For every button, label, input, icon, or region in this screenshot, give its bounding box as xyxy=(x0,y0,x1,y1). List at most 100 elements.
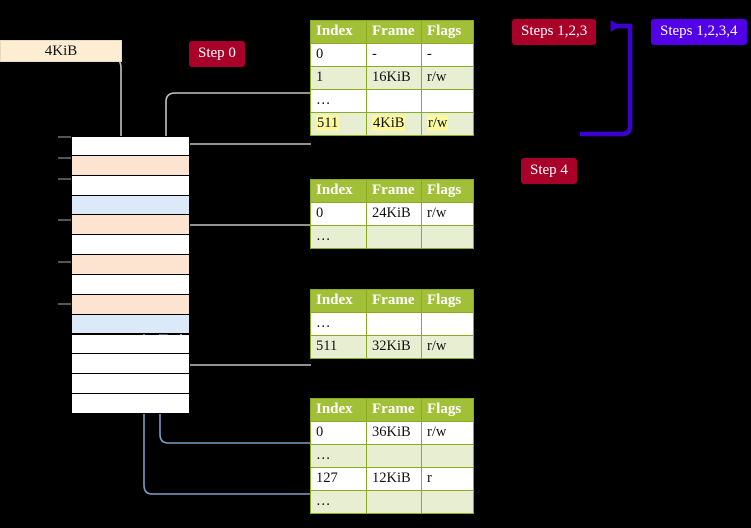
wire-l3-row127 xyxy=(143,217,311,495)
memory-frame-row xyxy=(71,394,190,414)
memory-frame-row xyxy=(71,215,190,236)
cell-index: … xyxy=(310,89,367,113)
cell-frame: - xyxy=(366,43,422,67)
badge-step0-label: Step 0 xyxy=(198,45,236,61)
cell-flags: r xyxy=(421,467,474,491)
column-header-flags: Flags xyxy=(421,20,474,44)
memory-frame-row xyxy=(71,175,190,196)
memory-frame-row xyxy=(71,136,190,156)
cell-flags xyxy=(421,225,474,249)
cell-flags: r/w xyxy=(421,202,474,226)
memory-frame-row xyxy=(71,195,190,216)
memory-frame-row xyxy=(71,374,190,395)
badge-steps123-label: Steps 1,2,3 xyxy=(521,23,588,39)
memory-frame-row xyxy=(71,314,190,335)
cell-index: … xyxy=(310,312,367,336)
cell-frame: 32KiB xyxy=(366,335,422,359)
cell-index: 1 xyxy=(310,66,367,90)
wire-l0-row1 xyxy=(165,92,311,154)
memory-tick xyxy=(58,178,71,180)
column-header-frame: Frame xyxy=(366,398,422,422)
column-header-index: Index xyxy=(310,20,367,44)
table-row: … xyxy=(310,312,474,336)
cell-flags xyxy=(421,89,474,113)
cell-frame: 4KiB xyxy=(366,112,422,136)
badge-step0: Step 0 xyxy=(189,41,245,67)
memory-tick xyxy=(58,219,71,221)
wire-l1-row0 xyxy=(180,224,311,264)
memory-frame-row xyxy=(71,235,190,256)
cell-flags: r/w xyxy=(421,421,474,445)
cell-flags: r/w xyxy=(421,335,474,359)
badge-steps123: Steps 1,2,3 xyxy=(512,19,597,45)
cell-flags: r/w xyxy=(421,112,474,136)
cell-frame xyxy=(366,444,422,468)
cell-frame xyxy=(366,312,422,336)
badge-steps1234: Steps 1,2,3,4 xyxy=(651,19,747,45)
memory-frame-row xyxy=(71,255,190,275)
memory-frame-row xyxy=(71,155,190,176)
memory-frame-row xyxy=(71,334,190,355)
frame-size-label: 4KiB xyxy=(44,42,78,59)
table-row: … xyxy=(310,89,474,113)
cell-index: 0 xyxy=(310,202,367,226)
memory-left-edge xyxy=(71,136,73,414)
cell-frame xyxy=(366,89,422,113)
memory-tick xyxy=(58,303,71,305)
cell-flags xyxy=(421,490,474,514)
memory-frame-row xyxy=(71,354,190,375)
cell-frame: 36KiB xyxy=(366,421,422,445)
table-row: … xyxy=(310,444,474,468)
column-header-index: Index xyxy=(310,289,367,313)
memory-frame-row xyxy=(71,274,190,295)
cell-flags xyxy=(421,444,474,468)
badge-step4-label: Step 4 xyxy=(530,162,568,178)
column-header-frame: Frame xyxy=(366,289,422,313)
cell-index: 511 xyxy=(310,112,367,136)
cell-flags: - xyxy=(421,43,474,67)
cell-index: … xyxy=(310,444,367,468)
wire-l2-row511 xyxy=(180,308,311,366)
cell-frame: 16KiB xyxy=(366,66,422,90)
cell-frame: 12KiB xyxy=(366,467,422,491)
badge-steps1234-label: Steps 1,2,3,4 xyxy=(660,23,738,39)
cell-index: … xyxy=(310,490,367,514)
memory-tick xyxy=(58,157,71,159)
cell-frame xyxy=(366,225,422,249)
physical-memory-column xyxy=(71,136,190,414)
memory-right-edge xyxy=(189,136,191,414)
cell-flags: r/w xyxy=(421,66,474,90)
cell-index: 0 xyxy=(310,43,367,67)
wire-steps-bracket xyxy=(580,20,633,137)
cell-frame xyxy=(366,490,422,514)
cell-frame: 24KiB xyxy=(366,202,422,226)
column-header-flags: Flags xyxy=(421,289,474,313)
column-header-flags: Flags xyxy=(421,179,474,203)
cell-index: … xyxy=(310,225,367,249)
column-header-flags: Flags xyxy=(421,398,474,422)
column-header-frame: Frame xyxy=(366,179,422,203)
cell-index: 511 xyxy=(310,335,367,359)
cell-flags xyxy=(421,312,474,336)
memory-frame-row xyxy=(71,294,190,315)
column-header-index: Index xyxy=(310,179,367,203)
table-row: … xyxy=(310,490,474,514)
column-header-frame: Frame xyxy=(366,20,422,44)
wire-l3-row0 xyxy=(159,329,311,444)
memory-tick xyxy=(58,136,71,138)
column-header-index: Index xyxy=(310,398,367,422)
frame-size-box: 4KiB xyxy=(0,40,122,62)
table-row: … xyxy=(310,225,474,249)
table-row: 0-- xyxy=(310,43,474,67)
